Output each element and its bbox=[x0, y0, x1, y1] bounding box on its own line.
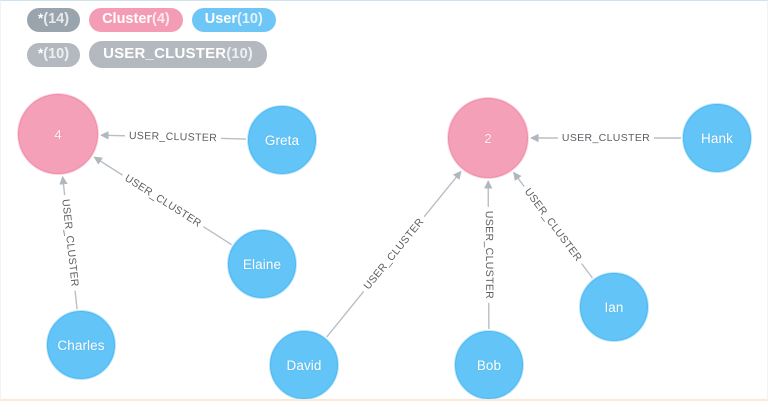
graph-node-label: Hank bbox=[701, 130, 733, 146]
legend-pill-count: (4) bbox=[152, 11, 170, 27]
legend-row-node-labels: *(14) Cluster(4) User(10) bbox=[27, 8, 767, 33]
edge-label: USER_CLUSTER bbox=[118, 169, 208, 233]
edge-label: USER_CLUSTER bbox=[557, 131, 655, 145]
legend-pill-label: * bbox=[38, 45, 44, 61]
legend-pill-cluster[interactable]: Cluster(4) bbox=[89, 8, 183, 33]
edge-label: USER_CLUSTER bbox=[481, 206, 496, 304]
legend-pill-label: * bbox=[38, 11, 44, 26]
edge-label: USER_CLUSTER bbox=[125, 128, 222, 146]
graph-node-elaine[interactable]: Elaine bbox=[228, 230, 296, 298]
graph-node-label: Bob bbox=[476, 357, 502, 373]
graph-node-label: Elaine bbox=[242, 256, 282, 272]
graph-node-david[interactable]: David bbox=[270, 331, 338, 399]
legend-pill-user[interactable]: User(10) bbox=[191, 8, 276, 33]
graph-node-c4[interactable]: 4 bbox=[18, 94, 98, 174]
graph-node-label: David bbox=[286, 357, 322, 373]
graph-node-label: Greta bbox=[264, 132, 300, 148]
legend-pill-count: (10) bbox=[226, 46, 253, 63]
legend-pill-user-cluster[interactable]: USER_CLUSTER(10) bbox=[89, 41, 267, 69]
graph-node-label: 4 bbox=[54, 126, 62, 142]
legend-pill-all-rels[interactable]: *(10) bbox=[27, 42, 81, 67]
graph-node-label: 2 bbox=[484, 130, 492, 146]
graph-node-label: Ian bbox=[604, 299, 624, 315]
legend-pill-label: USER_CLUSTER bbox=[103, 45, 227, 63]
legend-pill-label: User bbox=[204, 11, 238, 27]
graph-node-charles[interactable]: Charles bbox=[47, 311, 115, 379]
legend-row-relationship-types: *(10)USER_CLUSTER(10) bbox=[27, 41, 767, 69]
legend-pill-count: (14) bbox=[43, 11, 70, 27]
edge-label: USER_CLUSTER bbox=[57, 194, 83, 292]
graph-node-bob[interactable]: Bob bbox=[455, 331, 523, 399]
graph-node-ian[interactable]: Ian bbox=[580, 273, 648, 341]
edge-label: USER_CLUSTER bbox=[358, 212, 430, 297]
legend-pill-all-nodes[interactable]: *(14) bbox=[27, 8, 81, 33]
graph-node-label: Charles bbox=[57, 337, 105, 353]
legend: *(14)Cluster(4)User(10)*(10)USER_CLUSTER… bbox=[1, 1, 767, 77]
graph-node-hank[interactable]: Hank bbox=[683, 104, 751, 172]
legend-pill-count: (10) bbox=[237, 11, 263, 27]
legend-pill-label: Cluster bbox=[102, 11, 153, 27]
legend-pill-count: (10) bbox=[43, 45, 70, 62]
graph-node-greta[interactable]: Greta bbox=[248, 106, 316, 174]
edge-label: USER_CLUSTER bbox=[518, 182, 588, 269]
graph-node-c2[interactable]: 2 bbox=[448, 98, 528, 178]
